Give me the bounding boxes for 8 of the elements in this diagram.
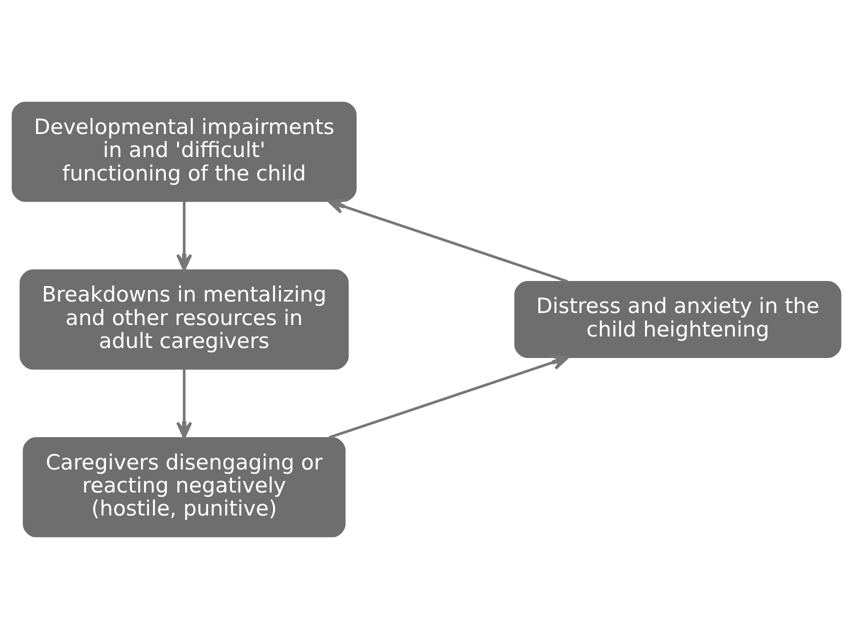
arrow bbox=[176, 368, 192, 438]
node-box: Distress and anxiety in the child heightening bbox=[514, 280, 842, 358]
node-box: Breakdowns in mentalizing and other resources in adult caregivers bbox=[20, 268, 349, 370]
arrow bbox=[176, 201, 192, 271]
arrow bbox=[328, 198, 568, 282]
node-box: Caregivers disengaging or reacting negatively (hostile, punitive) bbox=[22, 436, 346, 537]
arrow bbox=[328, 354, 569, 438]
node-box: Developmental impairments in and 'difficult' functioning of the child bbox=[12, 101, 357, 202]
